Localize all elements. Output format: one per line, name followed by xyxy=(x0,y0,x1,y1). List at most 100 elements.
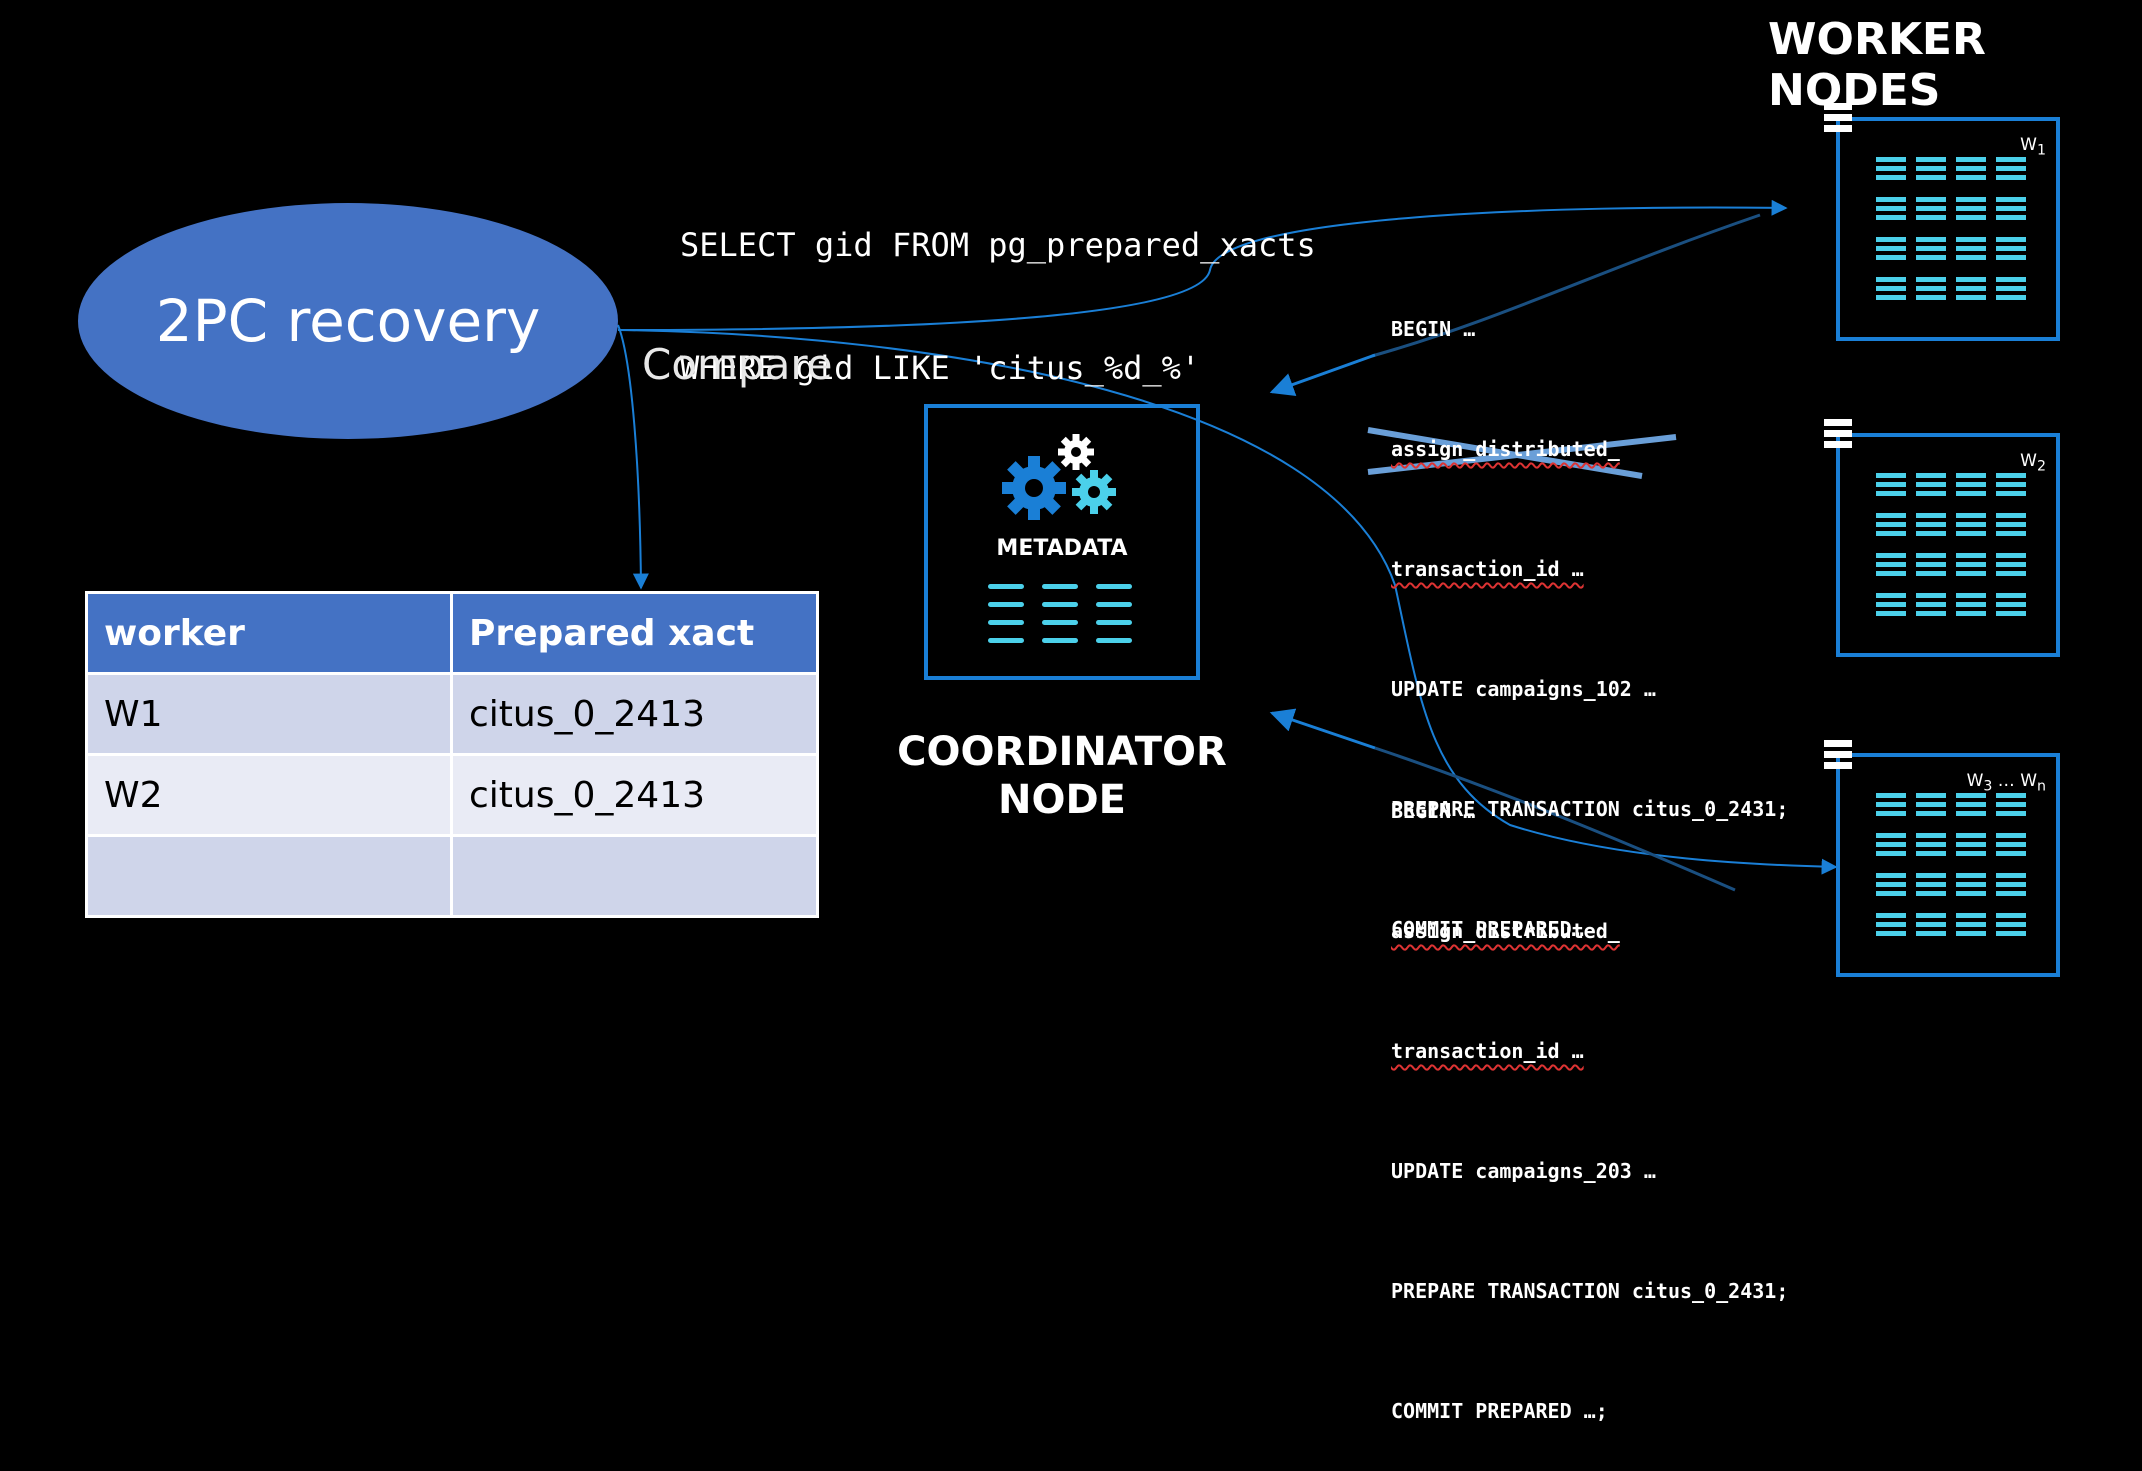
rack-cell xyxy=(1916,277,1946,301)
prepared-xacts-table: worker Prepared xact W1 citus_0_2413 W2 … xyxy=(85,591,819,918)
rack-cell xyxy=(1996,197,2026,221)
worker-label: W1 xyxy=(2020,135,2046,158)
server-icon xyxy=(1824,103,1852,133)
rack-cell xyxy=(1916,593,1946,617)
rack-cell xyxy=(1996,553,2026,577)
rack-cell xyxy=(1996,873,2026,897)
rack-cell xyxy=(1916,553,1946,577)
tx-line: PREPARE TRANSACTION citus_0_2431; xyxy=(1391,1279,1789,1303)
tx-text: transaction_id … xyxy=(1391,557,1584,581)
tx-line: transaction_id … xyxy=(1391,1031,1788,1071)
coordinator-label-line: NODE xyxy=(997,777,1126,823)
worker-node-n: W3 … Wn xyxy=(1836,753,2060,977)
rack-cell xyxy=(1876,793,1906,817)
arrow-upper-to-coordinator xyxy=(1269,353,1376,396)
tx-line: COMMIT PREPARED …; xyxy=(1391,1399,1608,1423)
table-cell xyxy=(450,834,819,918)
rack-cell xyxy=(1876,277,1906,301)
table-header-row: worker Prepared xact xyxy=(85,591,819,675)
rack-cell xyxy=(1956,237,1986,261)
rack-cell xyxy=(1916,237,1946,261)
gears-icon xyxy=(1002,434,1116,520)
arrow-lower-to-coordinator xyxy=(1269,708,1376,750)
worker-node-1: W1 xyxy=(1836,117,2060,341)
tx-line: assign_distributed_ xyxy=(1391,911,1788,951)
worker-node-2: W2 xyxy=(1836,433,2060,657)
rack-cell xyxy=(1996,593,2026,617)
rack-cell xyxy=(1916,833,1946,857)
table-header-worker: worker xyxy=(85,591,453,675)
rack-cell xyxy=(1916,157,1946,181)
rack-cell xyxy=(1996,793,2026,817)
worker-label-w: W xyxy=(1966,771,1984,791)
table-cell: citus_0_2413 xyxy=(450,672,819,756)
rack-cell xyxy=(1956,157,1986,181)
compare-label: Compare xyxy=(642,340,833,389)
tx-text: assign_distributed_ xyxy=(1391,437,1620,461)
server-icon xyxy=(1824,419,1852,449)
rack-cell xyxy=(1996,157,2026,181)
rack-cell xyxy=(1876,593,1906,617)
cross-line-1 xyxy=(1367,427,1643,479)
connector-lines xyxy=(617,199,1838,892)
rack-cell xyxy=(1996,473,2026,497)
rack-cell xyxy=(1916,513,1946,537)
tx-text: assign_distributed_ xyxy=(1391,919,1620,943)
rack-cell xyxy=(1876,553,1906,577)
rack-cell xyxy=(1956,553,1986,577)
tx-line: UPDATE campaigns_203 … xyxy=(1391,1159,1656,1183)
sql-line-1: SELECT gid FROM pg_prepared_xacts xyxy=(680,225,1316,266)
rack-cell xyxy=(1956,197,1986,221)
tx-line: UPDATE campaigns_102 … xyxy=(1391,677,1656,701)
table-row xyxy=(85,834,819,918)
rack-cell xyxy=(1876,513,1906,537)
coordinator-box: METADATA xyxy=(924,404,1200,680)
cross-line-2 xyxy=(1367,434,1677,475)
worker-label: W3 … Wn xyxy=(1967,771,2046,794)
table-row: W1 citus_0_2413 xyxy=(85,672,819,756)
rack-cell xyxy=(1916,473,1946,497)
table-header-prepared-xact: Prepared xact xyxy=(450,591,819,675)
arrow-workern-to-coordinator xyxy=(1374,746,1736,892)
sql-text: WHERE gid LIKE 'citus_%d_%' xyxy=(680,349,1201,387)
worker-label-mid: … W xyxy=(1992,771,2038,791)
table-cell: W2 xyxy=(85,753,453,837)
rack-cell xyxy=(1996,833,2026,857)
arrow-worker1-to-coordinator xyxy=(1371,213,1761,358)
rack-cell xyxy=(1956,793,1986,817)
worker-label: W2 xyxy=(2020,451,2046,474)
rack-cell xyxy=(1916,793,1946,817)
server-icon xyxy=(1824,740,1852,770)
tx-line: assign_distributed_ xyxy=(1391,429,1788,469)
tx-log-upper: BEGIN … assign_distributed_ transaction_… xyxy=(1391,229,1788,989)
rack-cell xyxy=(1916,913,1946,937)
rack-cell xyxy=(1876,157,1906,181)
table-cell: citus_0_2413 xyxy=(450,753,819,837)
rack-cell xyxy=(1996,277,2026,301)
table-row: W2 citus_0_2413 xyxy=(85,753,819,837)
coordinator-node-label: COORDINATOR NODE xyxy=(880,728,1244,824)
tx-line: BEGIN … xyxy=(1391,799,1476,823)
tx-line: transaction_id … xyxy=(1391,549,1788,589)
arrow-to-worker-1 xyxy=(617,199,1788,331)
rack-cell xyxy=(1956,473,1986,497)
rack-cell xyxy=(1956,833,1986,857)
sql-line-2: WHERE gid LIKE 'citus_%d_%' xyxy=(680,348,1316,389)
metadata-label: METADATA xyxy=(996,536,1128,561)
metadata-list-icon xyxy=(988,584,1138,654)
arrow-to-table xyxy=(617,324,649,590)
rack-cell xyxy=(1876,197,1906,221)
tx-text: transaction_id … xyxy=(1391,1039,1584,1063)
coordinator-label-line: COORDINATOR xyxy=(897,729,1227,775)
worker-label-sub: n xyxy=(2037,778,2046,795)
sql-query: SELECT gid FROM pg_prepared_xacts WHERE … xyxy=(680,143,1316,430)
worker-label-sub: 2 xyxy=(2036,458,2046,475)
tx-line: PREPARE TRANSACTION citus_0_2431; xyxy=(1391,797,1789,821)
rack-cell xyxy=(1956,513,1986,537)
worker-label-w: W xyxy=(2020,451,2037,471)
rack-cell xyxy=(1916,197,1946,221)
rack-cell xyxy=(1916,873,1946,897)
rack-cell xyxy=(1956,913,1986,937)
rack-cell xyxy=(1996,237,2026,261)
worker-label-sub: 1 xyxy=(2036,142,2046,159)
